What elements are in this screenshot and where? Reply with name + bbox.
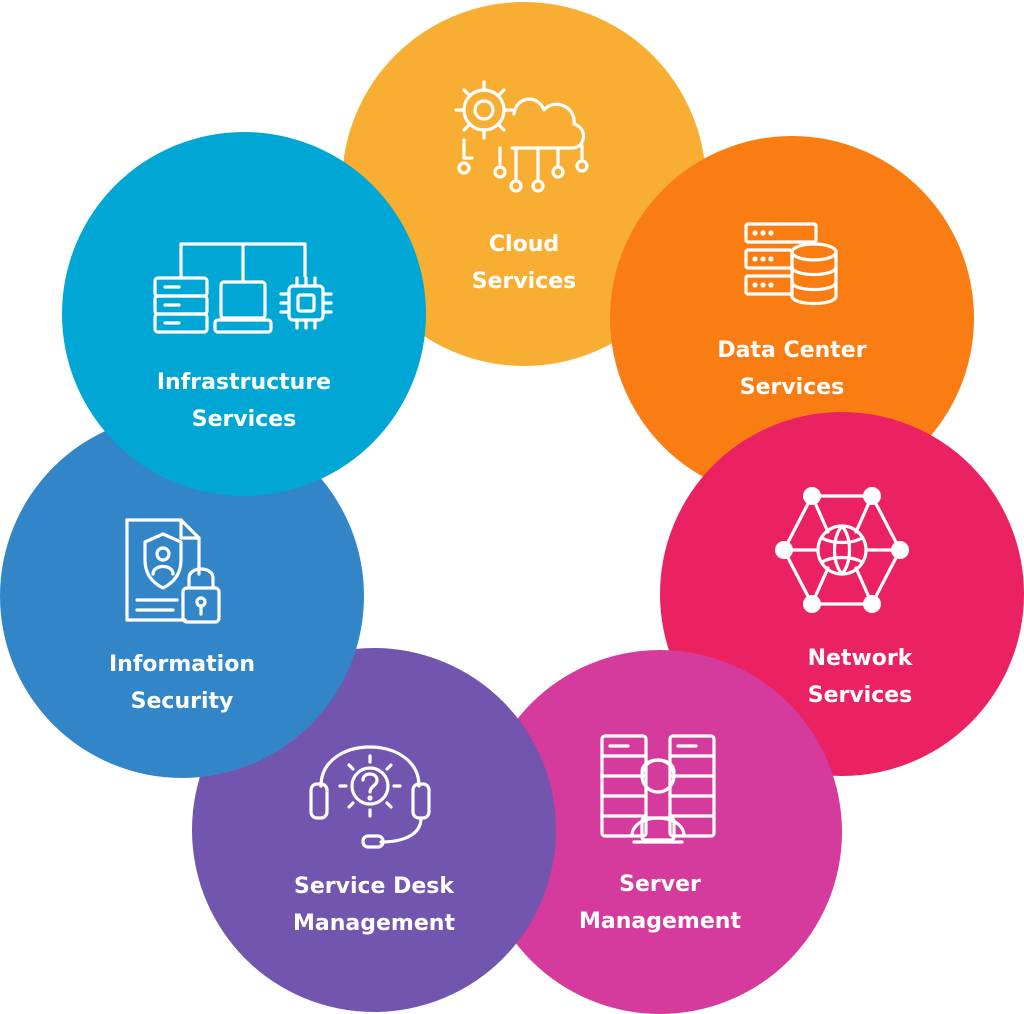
circle-server-management: Server Management xyxy=(478,650,842,1014)
service-desk-management-label: Service Desk Management xyxy=(293,874,455,936)
cloud-services-label: Cloud Services xyxy=(471,232,577,294)
cloud-gear-icon xyxy=(454,74,594,210)
network-services-label: Network Services xyxy=(807,646,913,708)
data-center-services-label: Data Center Services xyxy=(717,338,867,400)
server-admin-icon xyxy=(598,732,718,856)
server-database-icon xyxy=(742,220,842,308)
network-globe-icon xyxy=(772,486,912,618)
secure-document-icon xyxy=(123,516,233,638)
headset-support-icon xyxy=(305,724,435,852)
infrastructure-services-label: Infrastructure Services xyxy=(156,370,332,432)
infrastructure-network-icon xyxy=(141,236,351,340)
information-security-label: Information Security xyxy=(109,652,255,714)
circle-infrastructure-services: Infrastructure Services xyxy=(62,132,426,496)
server-management-label: Server Management xyxy=(579,872,741,934)
